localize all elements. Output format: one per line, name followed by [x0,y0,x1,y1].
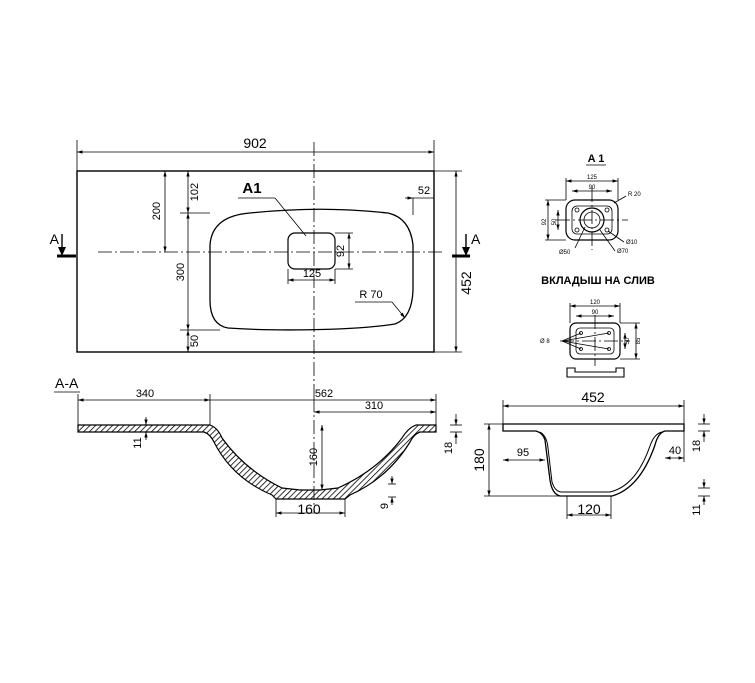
insert-profile [566,367,625,378]
svg-text:R 20: R 20 [628,192,641,198]
dim-side-width: 452 [581,389,605,405]
insert-title: ВКЛАДЫШ НА СЛИВ [541,275,655,287]
section-view: A-A 340 562 310 11 160 160 9 [54,375,462,517]
dim-top-margin: 102 [189,183,201,201]
svg-text:Ø10: Ø10 [626,240,638,246]
dim-corner-radius: R 70 [359,289,382,301]
dim-rim-thickness: 18 [443,442,455,454]
dim-side-lower-thickness: 11 [691,504,703,515]
dim-side-right-offset: 40 [669,445,681,457]
svg-text:Ø70: Ø70 [617,249,629,255]
svg-text:90: 90 [592,310,599,316]
dim-overall-width: 902 [243,135,267,151]
svg-text:Ø 8: Ø 8 [540,339,550,345]
section-marker-right: A [452,231,481,258]
dim-bowl-depth: 160 [308,448,320,466]
dim-bowl-depth: 300 [175,263,187,281]
dim-left-offset: 340 [136,388,154,400]
svg-text:50: 50 [552,218,558,225]
dim-drain-width: 160 [297,501,321,517]
svg-text:90: 90 [589,185,596,191]
drain-insert: ВКЛАДЫШ НА СЛИВ Ø 8 120 90 50 85 [540,275,655,378]
svg-text:A: A [50,231,60,247]
dim-edge-right: 52 [418,185,430,197]
dim-drain-height: 92 [335,245,347,257]
dim-overall-depth: 452 [458,271,474,295]
dim-bowl-offset: 200 [151,202,163,220]
dim-rim-offset: 95 [517,447,529,459]
section-marker-left: A [50,231,76,258]
dim-side-bottom-width: 120 [577,501,601,517]
svg-text:92: 92 [542,218,548,225]
countertop-outline [76,170,435,353]
svg-text:125: 125 [587,175,598,181]
detail-a1-title: A 1 [588,153,605,165]
section-profile [77,424,437,500]
side-profile [502,423,685,497]
section-title: A-A [55,375,79,391]
svg-text:120: 120 [590,300,601,306]
drain-cutout [287,232,336,270]
svg-text:A: A [471,231,481,247]
side-view: 452 180 95 40 120 18 11 [471,389,710,519]
dim-drain-thickness: 9 [379,503,391,509]
dim-slab-thickness: 11 [132,437,144,448]
top-view: 902 452 200 102 300 50 52 92 1 [50,135,481,398]
detail-a1-label: A1 [242,180,261,197]
dim-side-slab: 18 [691,440,703,452]
dim-right-offset: 310 [365,400,383,412]
detail-a1: A 1 125 90 92 50 R 20 Ø10 [542,153,641,256]
svg-text:Ø50: Ø50 [559,250,571,256]
svg-text:50: 50 [625,337,631,344]
dim-drain-width: 125 [303,268,321,280]
dim-side-height: 180 [471,448,487,472]
dim-center-offset: 562 [315,388,333,400]
bowl-outline [209,208,414,331]
dim-bottom-margin: 50 [189,335,201,347]
svg-text:85: 85 [636,337,642,344]
